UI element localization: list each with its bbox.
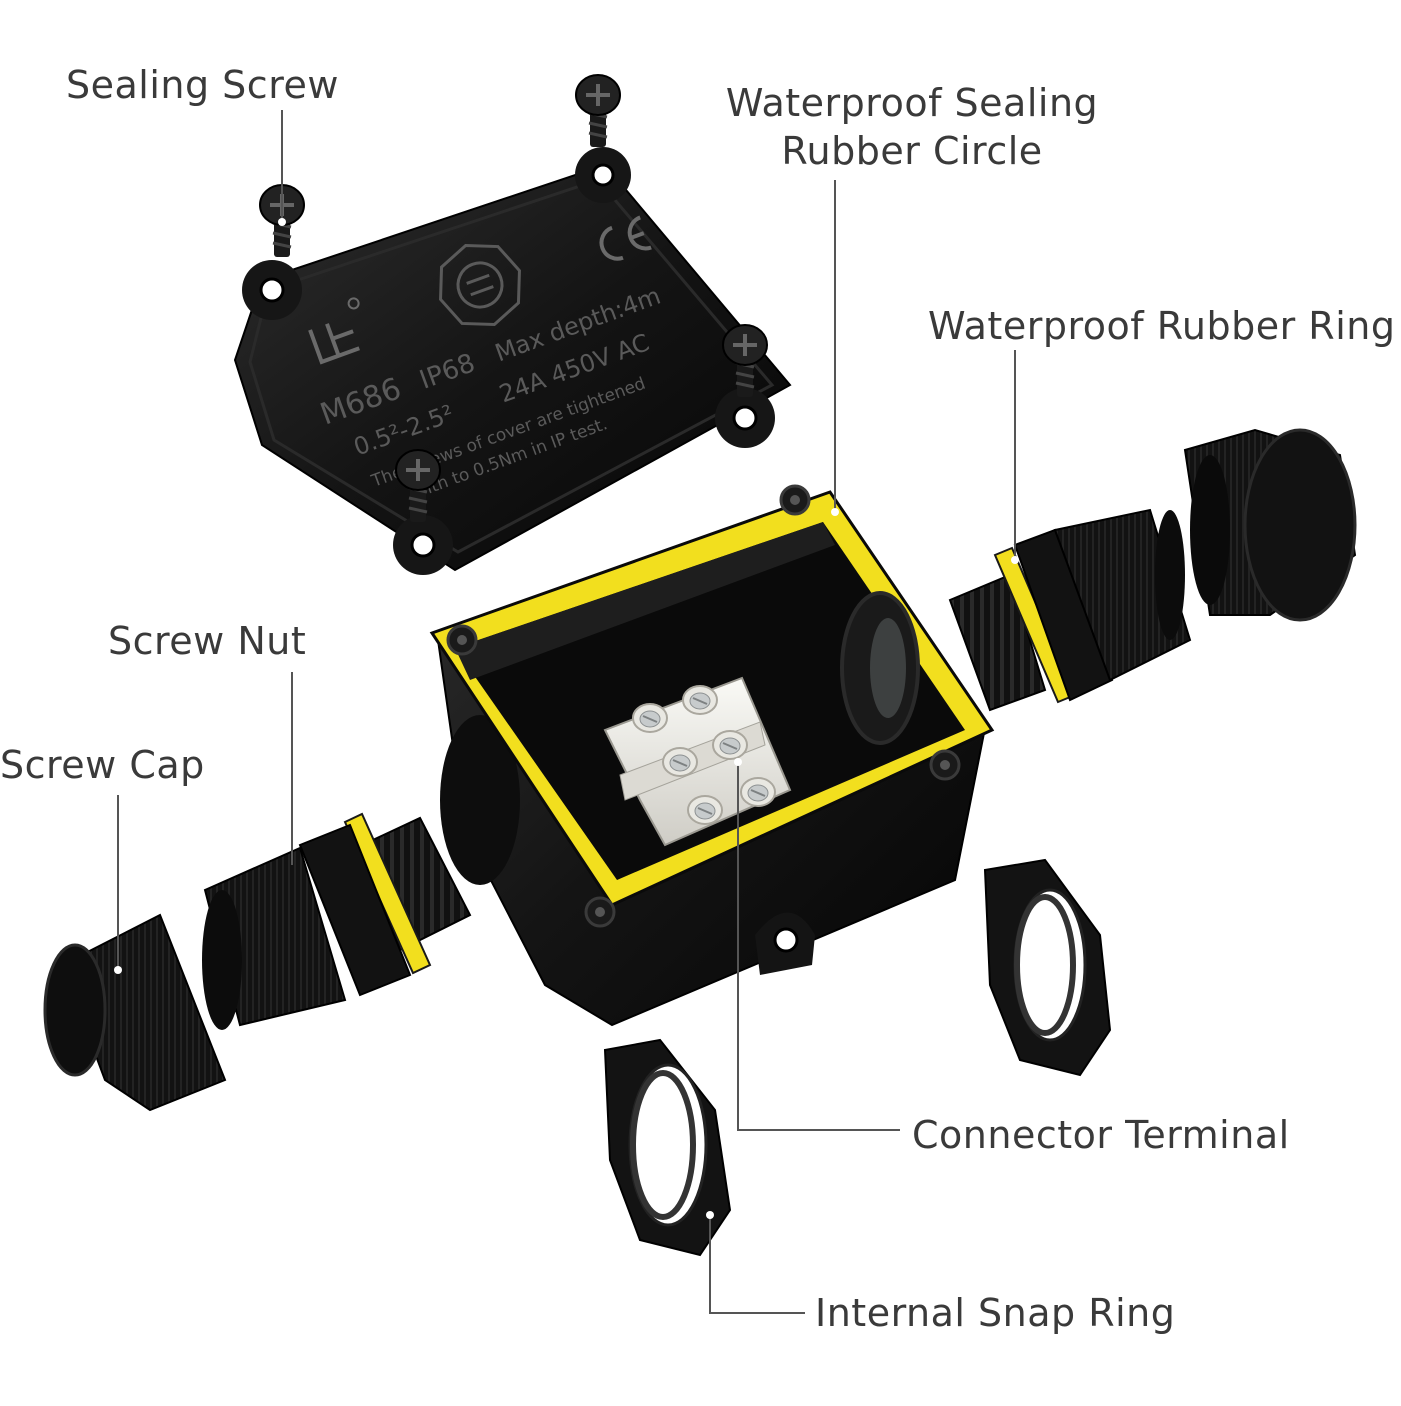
leader-lines — [117, 110, 1016, 1314]
label-screw-nut: Screw Nut — [108, 619, 307, 663]
label-screw-cap: Screw Cap — [0, 743, 205, 787]
internal-snap-ring-bottom — [603, 1038, 732, 1257]
leader-dots — [114, 218, 1019, 1219]
terminal-screw-icon — [740, 777, 776, 807]
label-sealing-screw: Sealing Screw — [66, 63, 339, 107]
label-rubber-ring: Waterproof Rubber Ring — [928, 304, 1396, 348]
leader-connector-terminal — [737, 760, 900, 1131]
sealing-screws — [259, 74, 768, 522]
terminal-screw-icon — [632, 703, 668, 733]
leader-snap-ring — [709, 1215, 805, 1314]
terminal-screw-icon — [712, 730, 748, 760]
left-cable-gland — [202, 812, 472, 1030]
right-gland-thread — [948, 573, 1047, 712]
screw-icon — [575, 74, 621, 147]
label-rubber-circle-line1: Waterproof Sealing — [725, 81, 1099, 125]
terminal-screw-icon — [662, 747, 698, 777]
rim-screw-holes — [446, 484, 961, 928]
screw-icon — [395, 449, 441, 522]
cover-lid: M686 IP68 Max depth:4m 0.5²-2.5² 24A 450… — [233, 147, 792, 575]
ce-mark-icon — [599, 215, 652, 261]
terminal-screw-icon — [687, 795, 723, 825]
label-rubber-circle: Waterproof Sealing Rubber Circle — [722, 80, 1102, 175]
brand-logo-icon — [308, 297, 360, 365]
label-snap-ring: Internal Snap Ring — [815, 1291, 1176, 1335]
left-screw-cap — [43, 913, 227, 1112]
left-port-boss — [440, 715, 520, 885]
internal-snap-ring-right — [983, 858, 1112, 1077]
terminal-screws — [632, 685, 776, 825]
label-rubber-circle-line2: Rubber Circle — [781, 128, 1043, 173]
right-cable-gland — [948, 508, 1192, 712]
left-screw-nut — [298, 823, 412, 997]
label-connector-terminal: Connector Terminal — [912, 1113, 1290, 1157]
junction-box-body — [429, 484, 995, 1027]
connector-terminal-block — [603, 676, 792, 847]
right-screw-cap — [1183, 428, 1357, 622]
left-yellow-rubber-ring — [343, 812, 432, 975]
lid-mount-ears — [242, 147, 775, 575]
certification-seal-icon — [439, 244, 521, 326]
bottom-mount-tab — [755, 912, 815, 975]
screw-icon — [722, 324, 768, 397]
terminal-screw-icon — [682, 685, 718, 715]
